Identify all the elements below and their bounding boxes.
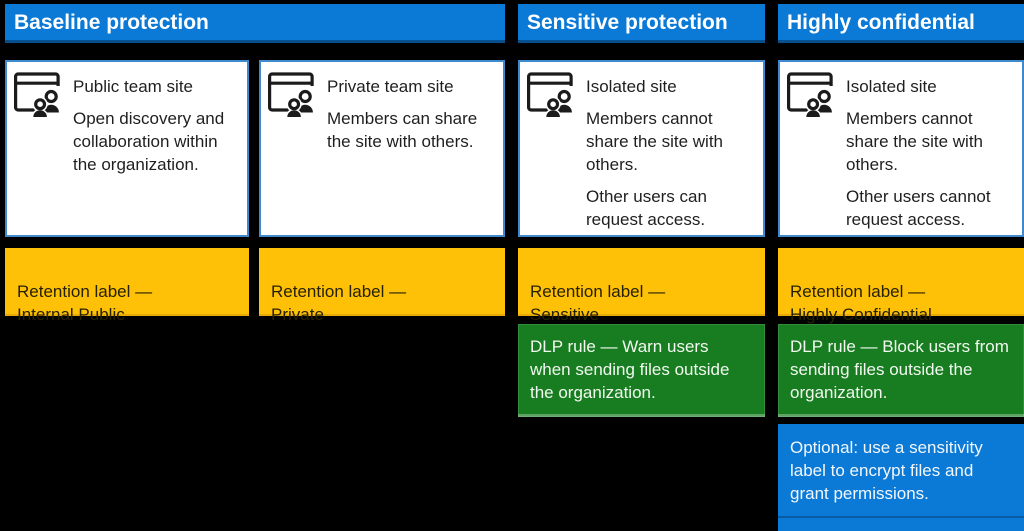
dlp-rule-text: DLP rule — Block users from sending file… <box>790 337 1009 402</box>
site-card-public-team-site: Public team site Open discovery and coll… <box>5 60 249 237</box>
team-site-icon <box>787 69 833 228</box>
site-description: Members cannot share the site with other… <box>586 109 724 174</box>
header-highly-confidential: Highly confidential <box>778 4 1024 43</box>
retention-label-text: Retention label — Internal Public <box>17 282 153 324</box>
retention-label-text: Retention label — Private <box>271 282 407 324</box>
site-card-isolated-site-confidential: Isolated site Members cannot share the s… <box>778 60 1024 237</box>
retention-label-text: Retention label — Sensitive <box>530 282 666 324</box>
team-site-icon <box>527 69 573 228</box>
retention-label-box-sensitive: Retention label — Sensitive <box>518 248 765 324</box>
site-description: Members cannot share the site with other… <box>846 109 984 174</box>
team-site-icon <box>14 69 60 228</box>
dlp-rule-box-block: DLP rule — Block users from sending file… <box>778 324 1024 417</box>
site-title: Isolated site <box>586 77 677 96</box>
site-card-isolated-site-sensitive: Isolated site Members cannot share the s… <box>518 60 765 237</box>
sensitivity-label-box: Optional: use a sensitivity label to enc… <box>778 424 1024 531</box>
site-description-2: Other users can request access. <box>586 187 707 229</box>
retention-label-box-internal-public: Retention label — Internal Public <box>5 248 249 324</box>
site-description-2: Other users cannot request access. <box>846 187 991 229</box>
header-baseline-protection: Baseline protection <box>5 4 505 43</box>
header-label: Sensitive protection <box>527 10 728 34</box>
site-description: Members can share the site with others. <box>327 109 478 151</box>
site-title: Public team site <box>73 77 193 96</box>
header-label: Baseline protection <box>14 10 209 34</box>
team-site-icon <box>268 69 314 228</box>
site-title: Isolated site <box>846 77 937 96</box>
retention-label-text: Retention label — Highly Confidential <box>790 282 932 324</box>
header-label: Highly confidential <box>787 10 975 34</box>
retention-label-box-private: Retention label — Private <box>259 248 505 324</box>
site-card-private-team-site: Private team site Members can share the … <box>259 60 505 237</box>
header-sensitive-protection: Sensitive protection <box>518 4 765 43</box>
site-description: Open discovery and collaboration within … <box>73 109 225 174</box>
dlp-rule-box-warn: DLP rule — Warn users when sending files… <box>518 324 765 417</box>
site-title: Private team site <box>327 77 454 96</box>
dlp-rule-text: DLP rule — Warn users when sending files… <box>530 337 730 402</box>
sensitivity-label-text: Optional: use a sensitivity label to enc… <box>790 438 983 503</box>
retention-label-box-highly-confidential: Retention label — Highly Confidential <box>778 248 1024 324</box>
